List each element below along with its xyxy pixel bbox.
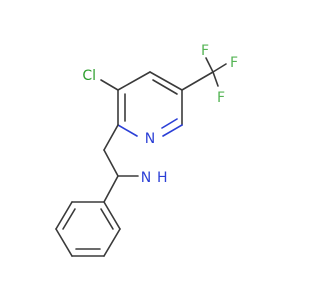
atom-label-fluorine-2: F <box>230 55 238 71</box>
bond-ph6-ph1-double <box>100 208 114 230</box>
bond-c5-cf3 <box>181 71 214 91</box>
trifluoromethyl-group <box>181 57 227 91</box>
bond-ch-ph <box>103 175 119 203</box>
bond-c3-cl <box>100 79 119 91</box>
bond-c2-ch2 <box>103 124 119 151</box>
bond-c3-c4 <box>117 71 151 91</box>
pyridine-ring <box>117 71 183 137</box>
bond-n-c2 <box>117 124 138 137</box>
bond-ch2-ch <box>103 149 119 177</box>
bond-ph5-ph6 <box>103 228 121 257</box>
bond-c4-c5 <box>149 71 183 91</box>
atom-label-amine-n: N <box>141 170 151 186</box>
atom-label-fluorine-1: F <box>201 43 209 59</box>
atom-label-fluorine-3: F <box>217 90 225 106</box>
bond-c-f2 <box>212 63 227 73</box>
bond-c4-c5-double <box>152 79 178 95</box>
bond-c6-n <box>162 124 183 137</box>
bond-ph3-ph4 <box>55 228 73 257</box>
atom-label-amine-h: H <box>157 170 168 186</box>
bond-ph6-ph1 <box>103 201 121 230</box>
phenyl-ring <box>55 175 121 257</box>
bond-c-f1 <box>205 57 214 73</box>
bond-c6-n-double <box>161 118 178 129</box>
molecule-diagram: Cl F F F N N H <box>55 43 238 257</box>
bond-c-f3 <box>212 71 219 87</box>
atom-label-pyridine-nitrogen: N <box>145 131 155 147</box>
structure-svg: Cl F F F N N H <box>55 43 238 257</box>
atom-label-chlorine: Cl <box>82 68 96 84</box>
bond-ph2-ph3 <box>55 201 73 230</box>
bond-ph2-ph3-double <box>62 208 76 230</box>
